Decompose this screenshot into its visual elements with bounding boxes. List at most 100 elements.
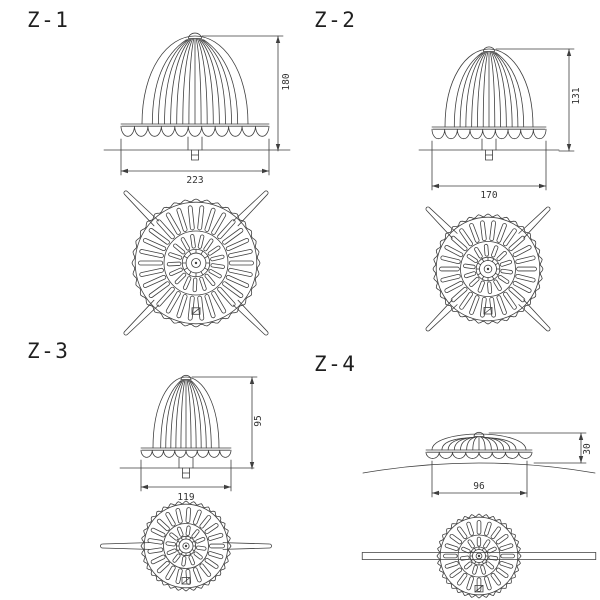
grate-slot	[208, 269, 222, 279]
width-dimension	[140, 459, 232, 492]
grate-slot	[444, 280, 464, 293]
grate-slot	[487, 546, 497, 554]
dome	[444, 46, 534, 128]
grate-slot	[495, 533, 509, 545]
grate-slot	[480, 220, 487, 242]
z1-drawing	[103, 32, 291, 336]
height-dimension	[488, 432, 587, 464]
support-arm	[222, 542, 272, 550]
dome-outline	[152, 376, 220, 449]
figure-z1: Z-1 180 223	[27, 8, 292, 336]
grate-slot	[466, 521, 474, 536]
drain-stem	[481, 138, 497, 161]
grate-slot	[495, 567, 509, 579]
arrowhead-up	[275, 36, 281, 43]
scalloped-rim	[140, 500, 232, 592]
grate-slot	[463, 271, 477, 279]
support-arms	[361, 552, 597, 560]
grate-slot	[225, 238, 250, 252]
grate-slot	[156, 560, 170, 574]
side-elevation-view	[418, 46, 575, 191]
hub	[469, 546, 489, 566]
grate-slot	[503, 291, 517, 310]
flange	[140, 447, 232, 458]
support-arm	[232, 190, 269, 227]
grate-slot	[176, 526, 184, 537]
grate-slot	[139, 267, 164, 277]
z4-height-dim-text: 30	[582, 443, 593, 455]
grate-slot	[225, 274, 250, 288]
grate-slot	[508, 286, 526, 303]
arrowhead-down	[566, 144, 572, 151]
side-elevation-view	[103, 32, 291, 176]
support-arm	[123, 299, 160, 336]
grate-slot	[516, 266, 537, 272]
grate-slot	[204, 207, 216, 232]
figure-z1-label: Z-1	[27, 8, 69, 32]
grate-slot	[172, 553, 181, 563]
grate-slot	[139, 249, 164, 259]
center-bolt	[477, 554, 481, 558]
grate-slot	[156, 286, 175, 307]
grate-slot	[185, 525, 191, 536]
grate-slot	[228, 249, 253, 259]
grate-slot	[483, 243, 489, 257]
hub	[175, 535, 197, 557]
dome-ribs	[441, 436, 517, 451]
grate-slot	[142, 238, 167, 252]
grate-slot	[459, 555, 470, 561]
flange-scallops	[120, 125, 270, 137]
grate-slot	[195, 536, 206, 544]
grate-slot	[169, 532, 179, 541]
grate-slot	[463, 561, 473, 570]
support-arm	[425, 299, 458, 332]
grate-slot	[456, 526, 468, 540]
logo-marker	[483, 307, 493, 315]
grate-slot	[207, 551, 224, 560]
grate-slot	[204, 523, 219, 535]
grate-slot	[491, 245, 499, 258]
width-dimension	[120, 138, 270, 176]
arrowhead-down	[578, 456, 584, 463]
grate-slot	[182, 276, 192, 290]
arrowhead-right	[539, 183, 546, 189]
grate-slot	[499, 543, 514, 551]
grate-slot	[459, 228, 473, 247]
z3-height-dim-text: 95	[253, 415, 264, 426]
grate-slot	[450, 235, 468, 252]
flange-scallops	[140, 449, 232, 458]
width-dimension	[431, 460, 528, 498]
grate-slot	[175, 508, 183, 524]
grate-slots	[138, 205, 254, 321]
support-arms	[100, 542, 272, 550]
plan-view	[123, 190, 269, 336]
arrowhead-up	[566, 49, 572, 56]
figure-z2: Z-2 131 170	[314, 8, 582, 332]
dome-cap	[473, 431, 485, 437]
grate-slot	[496, 223, 507, 243]
grate-slot	[483, 539, 491, 549]
grate-slot	[217, 286, 236, 307]
support-arm	[123, 190, 160, 227]
grate-slot	[499, 561, 514, 569]
grate-slot	[440, 255, 461, 265]
grate-slot	[463, 263, 476, 270]
arrowhead-left	[141, 484, 148, 490]
z1-width-dim-text: 223	[186, 175, 203, 186]
z2-drawing	[418, 46, 575, 332]
grate-slot	[150, 527, 166, 538]
plan-view	[361, 513, 597, 599]
grate-slot	[469, 276, 480, 287]
grate-slot	[480, 564, 487, 575]
grate-slot	[490, 526, 502, 540]
arrowhead-right	[520, 490, 527, 496]
grate-slot	[193, 551, 203, 560]
grate-slot	[204, 294, 216, 319]
grate-slot	[197, 234, 205, 249]
z3-drawing	[100, 374, 272, 592]
z2-width-dim-text: 170	[480, 190, 497, 201]
scalloped-rim	[131, 198, 261, 328]
grate-slot	[444, 561, 459, 569]
drain-stem	[178, 457, 194, 479]
rim-inner-circle	[134, 201, 258, 325]
